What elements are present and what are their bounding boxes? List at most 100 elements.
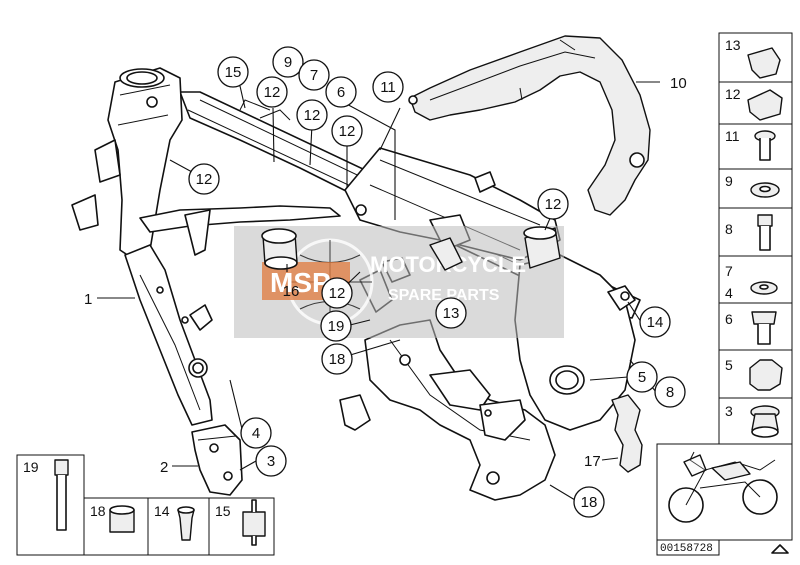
svg-text:13: 13 xyxy=(443,305,460,322)
callouts: 15 9 12 7 12 6 11 12 xyxy=(84,46,687,518)
svg-text:19: 19 xyxy=(23,459,39,475)
svg-text:6: 6 xyxy=(337,84,345,101)
label-2[interactable]: 2 xyxy=(160,459,168,476)
reference-box: 00158728 xyxy=(656,539,789,556)
svg-text:5: 5 xyxy=(638,369,646,386)
svg-text:12: 12 xyxy=(725,86,741,102)
svg-text:15: 15 xyxy=(225,64,242,81)
svg-text:12: 12 xyxy=(304,107,321,124)
side-part-13[interactable]: 13 xyxy=(718,32,793,83)
reference-number: 00158728 xyxy=(660,543,713,555)
rear-subframe xyxy=(408,35,651,216)
part-12-right-drawing xyxy=(523,226,561,269)
side-part-3[interactable]: 3 xyxy=(718,397,793,445)
side-part-5[interactable]: 5 xyxy=(718,349,793,399)
callout-4[interactable]: 4 xyxy=(240,417,272,449)
clip-nut-icon xyxy=(747,89,783,121)
watermark-brand: MSP xyxy=(270,267,331,298)
svg-text:4: 4 xyxy=(725,285,733,301)
svg-text:12: 12 xyxy=(264,84,281,101)
left-downtube xyxy=(124,244,213,426)
callout-9[interactable]: 9 xyxy=(272,46,304,78)
callout-18-a[interactable]: 18 xyxy=(321,343,353,375)
collar-bolt-icon xyxy=(751,311,777,325)
callout-12-e[interactable]: 12 xyxy=(537,188,569,220)
callout-12-f[interactable]: 12 xyxy=(321,277,353,309)
callout-6[interactable]: 6 xyxy=(325,76,357,108)
callout-11[interactable]: 11 xyxy=(372,71,404,103)
label-17[interactable]: 17 xyxy=(584,453,601,470)
svg-text:18: 18 xyxy=(329,351,346,368)
svg-text:7: 7 xyxy=(725,263,733,279)
svg-text:15: 15 xyxy=(215,503,231,519)
triangle-icon xyxy=(771,544,789,554)
svg-text:7: 7 xyxy=(310,67,318,84)
bolt-icon xyxy=(757,214,773,227)
callout-12-b[interactable]: 12 xyxy=(296,99,328,131)
side-part-9[interactable]: 9 xyxy=(718,168,793,209)
svg-text:5: 5 xyxy=(725,357,733,373)
svg-text:3: 3 xyxy=(725,403,733,419)
svg-text:12: 12 xyxy=(339,123,356,140)
bottom-part-19[interactable]: 19 xyxy=(16,454,85,556)
side-part-8[interactable]: 8 xyxy=(718,207,793,257)
long-bolt-icon xyxy=(54,459,69,476)
svg-text:14: 14 xyxy=(647,314,664,331)
rubber-mount-icon xyxy=(242,511,266,537)
callout-14[interactable]: 14 xyxy=(639,306,671,338)
callout-12-a[interactable]: 12 xyxy=(256,76,288,108)
side-part-11[interactable]: 11 xyxy=(718,123,793,170)
callout-12-c[interactable]: 12 xyxy=(331,115,363,147)
callout-19[interactable]: 19 xyxy=(320,310,352,342)
svg-text:4: 4 xyxy=(252,425,260,442)
svg-text:16: 16 xyxy=(283,283,300,300)
side-part-6[interactable]: 6 xyxy=(718,302,793,351)
svg-text:6: 6 xyxy=(725,311,733,327)
svg-text:12: 12 xyxy=(329,285,346,302)
svg-text:11: 11 xyxy=(725,128,740,144)
watermark-line2: SPARE PARTS xyxy=(388,287,500,304)
callout-12-d[interactable]: 12 xyxy=(188,163,220,195)
callout-3[interactable]: 3 xyxy=(255,445,287,477)
side-parts-column: 13 12 11 9 8 xyxy=(718,32,793,445)
label-10[interactable]: 10 xyxy=(670,75,687,92)
svg-text:3: 3 xyxy=(267,453,275,470)
side-part-12[interactable]: 12 xyxy=(718,81,793,125)
bottom-parts-row: 19 18 14 15 xyxy=(16,454,275,556)
lower-rear-section xyxy=(339,319,556,501)
svg-text:9: 9 xyxy=(284,54,292,71)
svg-text:8: 8 xyxy=(725,221,733,237)
part-13-drawing xyxy=(429,237,463,271)
svg-text:14: 14 xyxy=(154,503,170,519)
side-part-7-4[interactable]: 7 4 xyxy=(718,255,793,304)
steering-head xyxy=(71,67,183,261)
clip-icon xyxy=(747,47,781,79)
bottom-part-15[interactable]: 15 xyxy=(208,497,275,556)
label-1[interactable]: 1 xyxy=(84,291,92,308)
svg-text:19: 19 xyxy=(328,318,345,335)
callout-5[interactable]: 5 xyxy=(626,361,658,393)
callout-16[interactable]: 16 xyxy=(283,283,300,300)
bottom-part-18[interactable]: 18 xyxy=(83,497,149,556)
callout-7[interactable]: 7 xyxy=(298,59,330,91)
heat-shield xyxy=(611,394,643,473)
svg-text:11: 11 xyxy=(380,79,396,96)
hex-nut-icon xyxy=(749,359,783,391)
part-16-drawing xyxy=(261,228,298,270)
svg-text:13: 13 xyxy=(725,37,741,53)
callout-13[interactable]: 13 xyxy=(435,297,467,329)
lower-bracket xyxy=(191,424,243,496)
bottom-part-14[interactable]: 14 xyxy=(147,497,210,556)
callout-15[interactable]: 15 xyxy=(217,56,249,88)
svg-text:9: 9 xyxy=(725,173,733,189)
callout-18-b[interactable]: 18 xyxy=(573,486,605,518)
svg-text:18: 18 xyxy=(90,503,106,519)
svg-text:8: 8 xyxy=(666,384,674,401)
svg-text:18: 18 xyxy=(581,494,598,511)
cross-brace xyxy=(139,205,341,256)
callout-8[interactable]: 8 xyxy=(654,376,686,408)
svg-text:12: 12 xyxy=(196,171,213,188)
motorcycle-thumbnail xyxy=(656,443,793,541)
svg-text:12: 12 xyxy=(545,196,562,213)
